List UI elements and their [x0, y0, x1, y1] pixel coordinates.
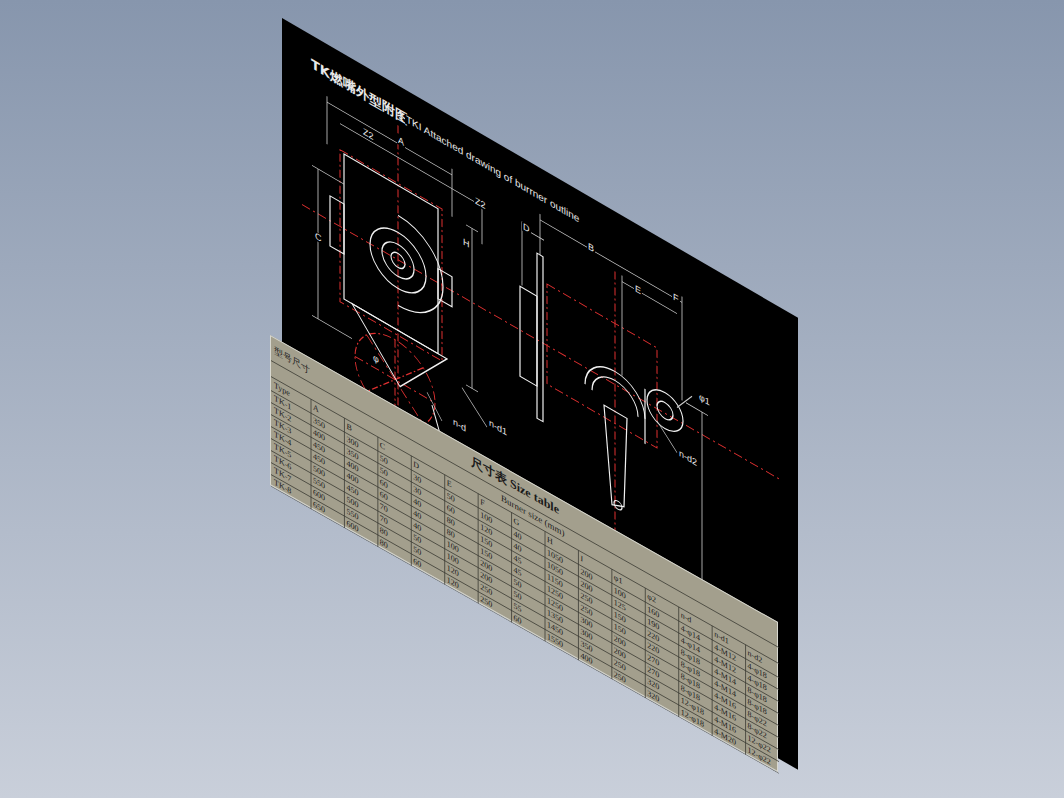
- dimension-label: H: [462, 237, 471, 251]
- table-header: I: [580, 554, 583, 564]
- drawing-subtitle: TKI Attached drawing of burrner outline: [405, 113, 580, 225]
- dimension-label: D: [522, 221, 531, 235]
- dimension-label: C: [314, 231, 323, 245]
- table-header: φ2: [647, 592, 656, 605]
- dimension-label: E: [634, 284, 642, 298]
- dimension-label: F: [672, 292, 680, 305]
- table-header: G: [514, 517, 520, 528]
- table-header: H: [547, 536, 553, 547]
- dimension-label: φ1: [698, 392, 711, 408]
- dimension-label: n-d1: [488, 418, 508, 439]
- drawing-title: TK燃嘴外型附图: [310, 56, 409, 126]
- dimension-label: φ: [372, 352, 380, 366]
- dimension-label: B: [587, 241, 595, 255]
- dimension-label: n-d2: [678, 448, 698, 469]
- table-header: φ1: [614, 573, 623, 586]
- table-header: E: [447, 479, 452, 490]
- dimension-label: Z2: [474, 196, 487, 212]
- table-header: D: [413, 460, 419, 471]
- dimension-label: n-d: [452, 417, 467, 435]
- table-header: A: [313, 403, 319, 414]
- table-header: B: [346, 422, 351, 433]
- table-header: C: [380, 441, 385, 452]
- table-header: F: [480, 498, 484, 509]
